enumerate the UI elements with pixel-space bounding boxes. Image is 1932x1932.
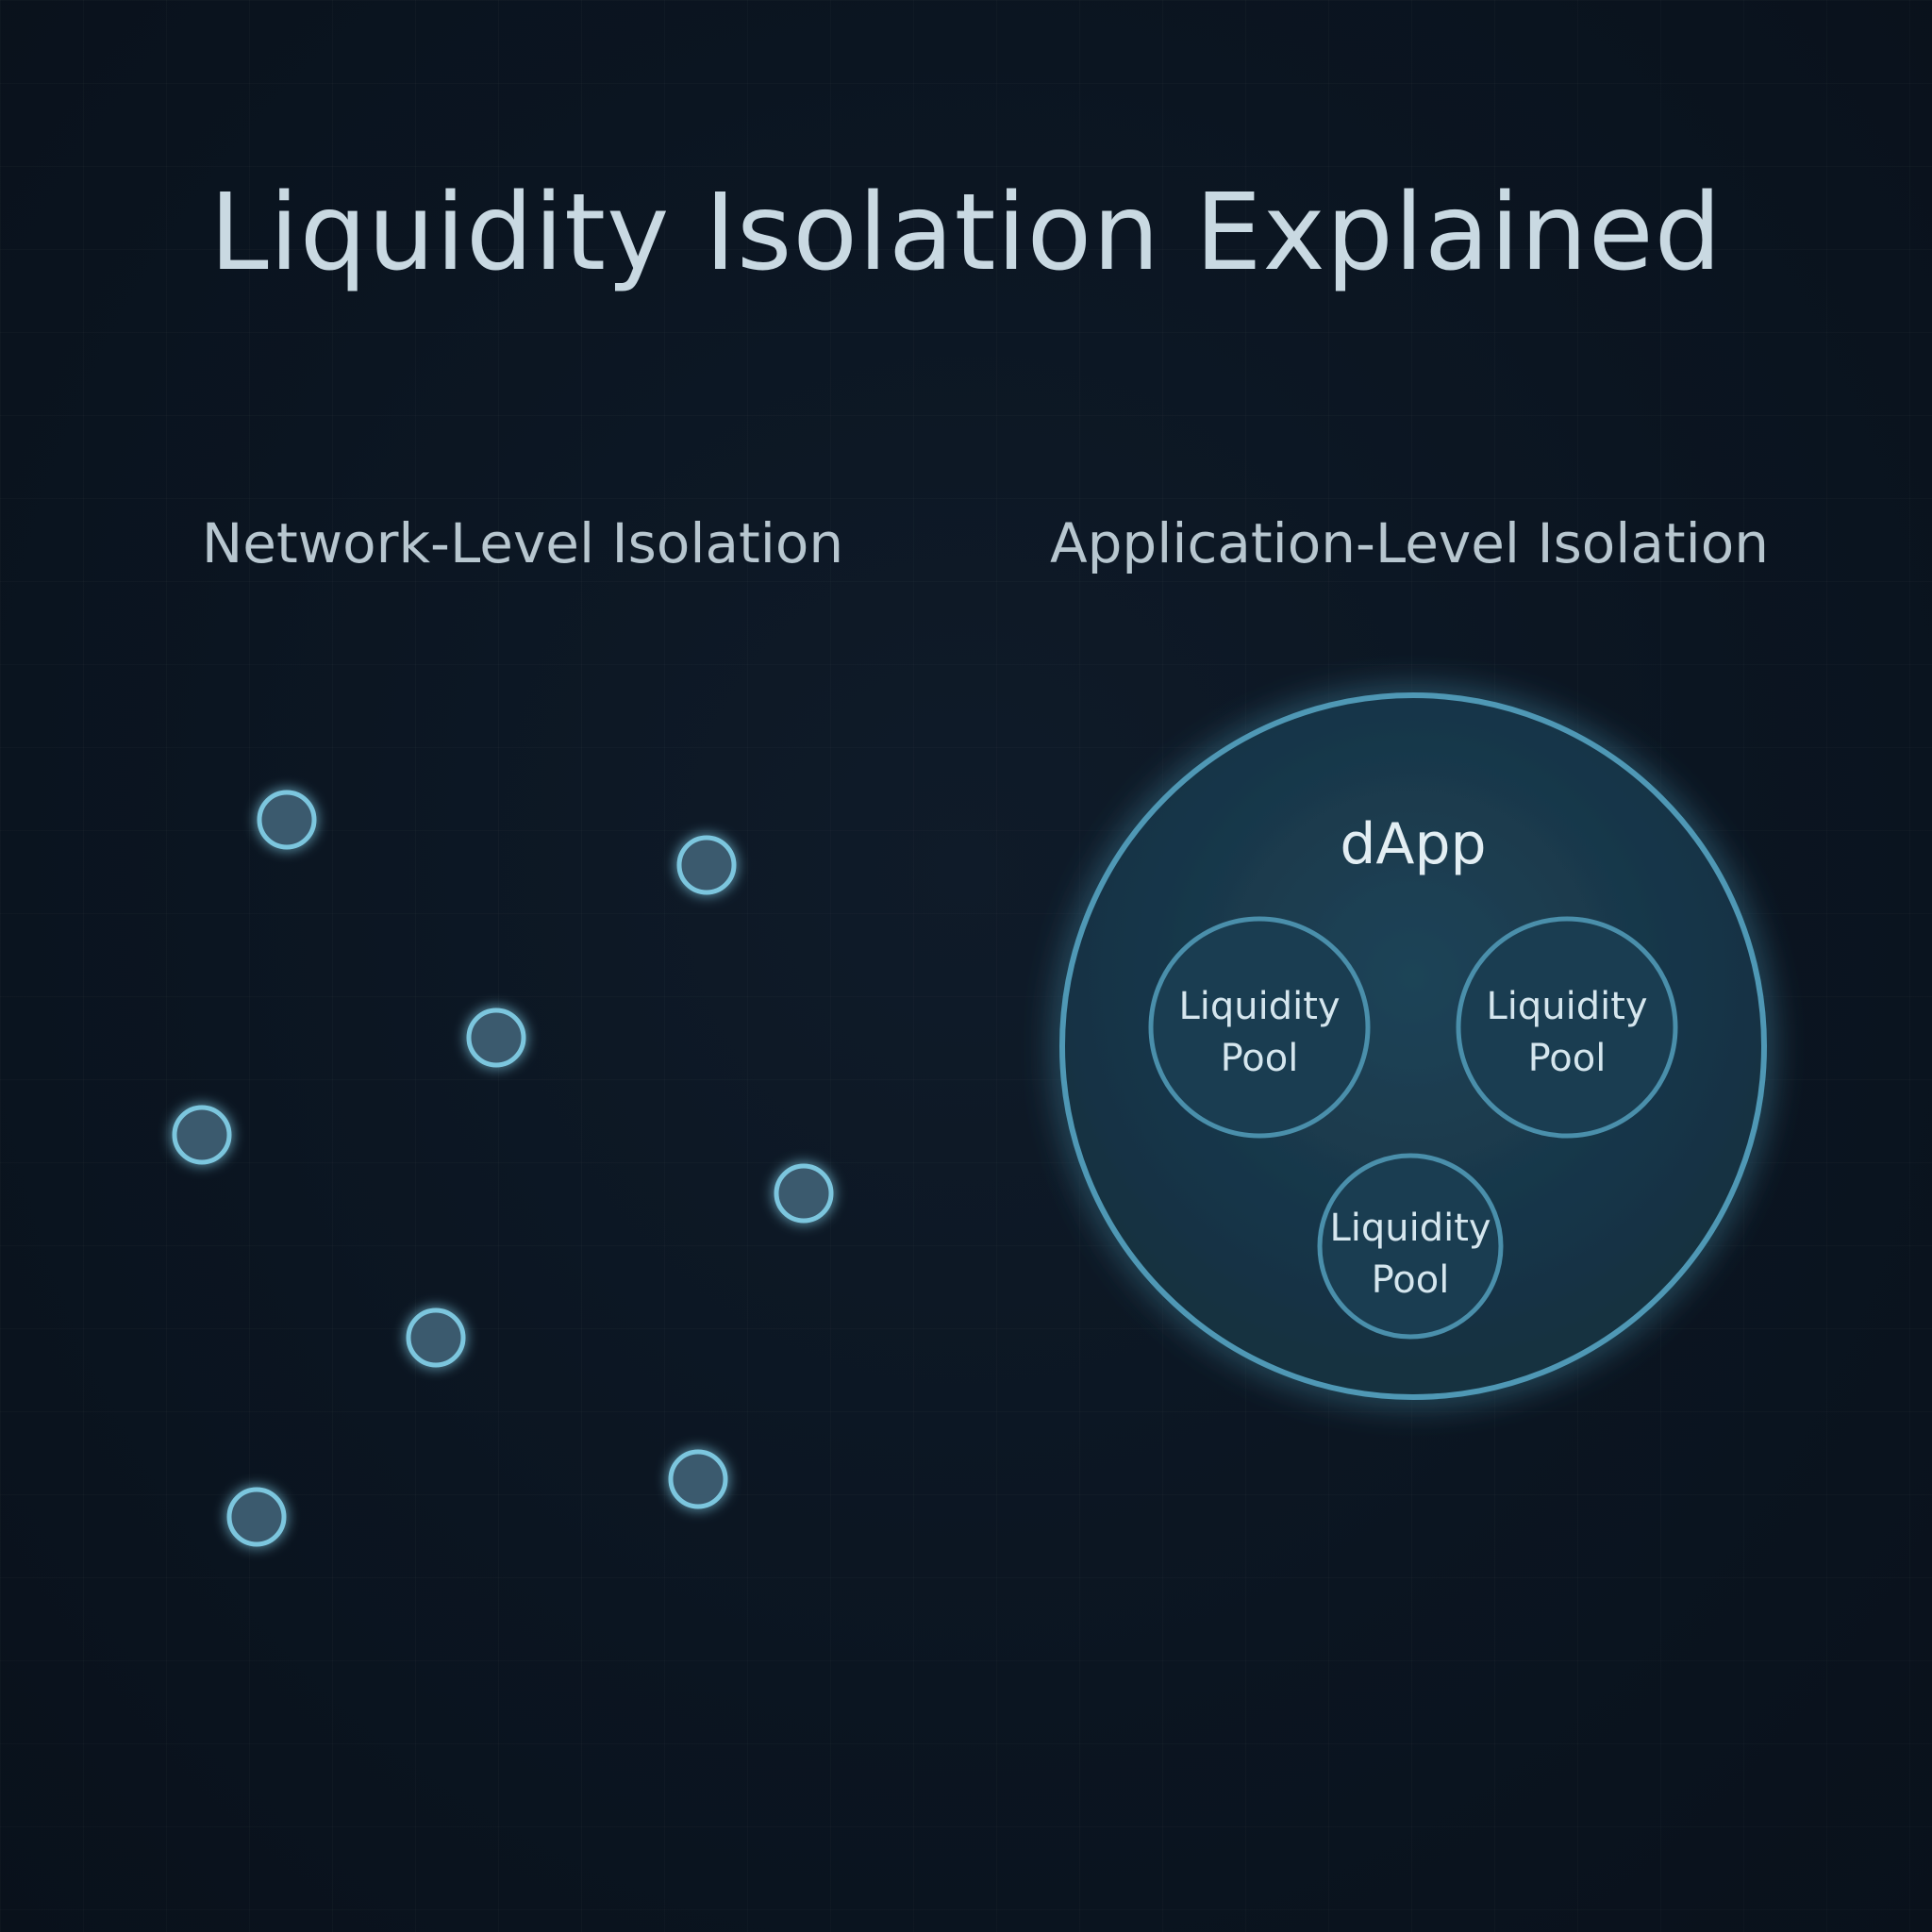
- liquidity-pool: Liquidity Pool: [1317, 1153, 1504, 1340]
- application-level-label: Application-Level Isolation: [1049, 511, 1770, 575]
- network-level-label: Network-Level Isolation: [201, 511, 844, 575]
- network-node: [406, 1307, 466, 1368]
- pool-label-line2: Pool: [1528, 1037, 1607, 1080]
- network-node: [226, 1487, 287, 1547]
- dapp-container: dApp: [1059, 692, 1767, 1400]
- network-node: [257, 790, 317, 850]
- network-node: [676, 835, 737, 895]
- liquidity-pool: Liquidity Pool: [1148, 916, 1371, 1139]
- diagram-title: Liquidity Isolation Explained: [209, 172, 1723, 294]
- pool-label-line2: Pool: [1372, 1258, 1450, 1302]
- pool-label-line1: Liquidity: [1486, 985, 1647, 1028]
- network-node: [466, 1008, 526, 1068]
- network-node: [172, 1105, 232, 1165]
- pool-label-line1: Liquidity: [1178, 985, 1340, 1028]
- dapp-label: dApp: [1340, 811, 1486, 877]
- pool-label-line1: Liquidity: [1329, 1207, 1491, 1250]
- dapp-circle: [1059, 692, 1767, 1400]
- liquidity-pool-circle: [1317, 1153, 1504, 1340]
- liquidity-pool-circle: [1456, 916, 1678, 1139]
- liquidity-pool-circle: [1148, 916, 1371, 1139]
- pool-label-line2: Pool: [1221, 1037, 1299, 1080]
- network-nodes: [172, 790, 834, 1547]
- liquidity-pool: Liquidity Pool: [1456, 916, 1678, 1139]
- network-node: [774, 1163, 834, 1224]
- network-node: [668, 1449, 728, 1509]
